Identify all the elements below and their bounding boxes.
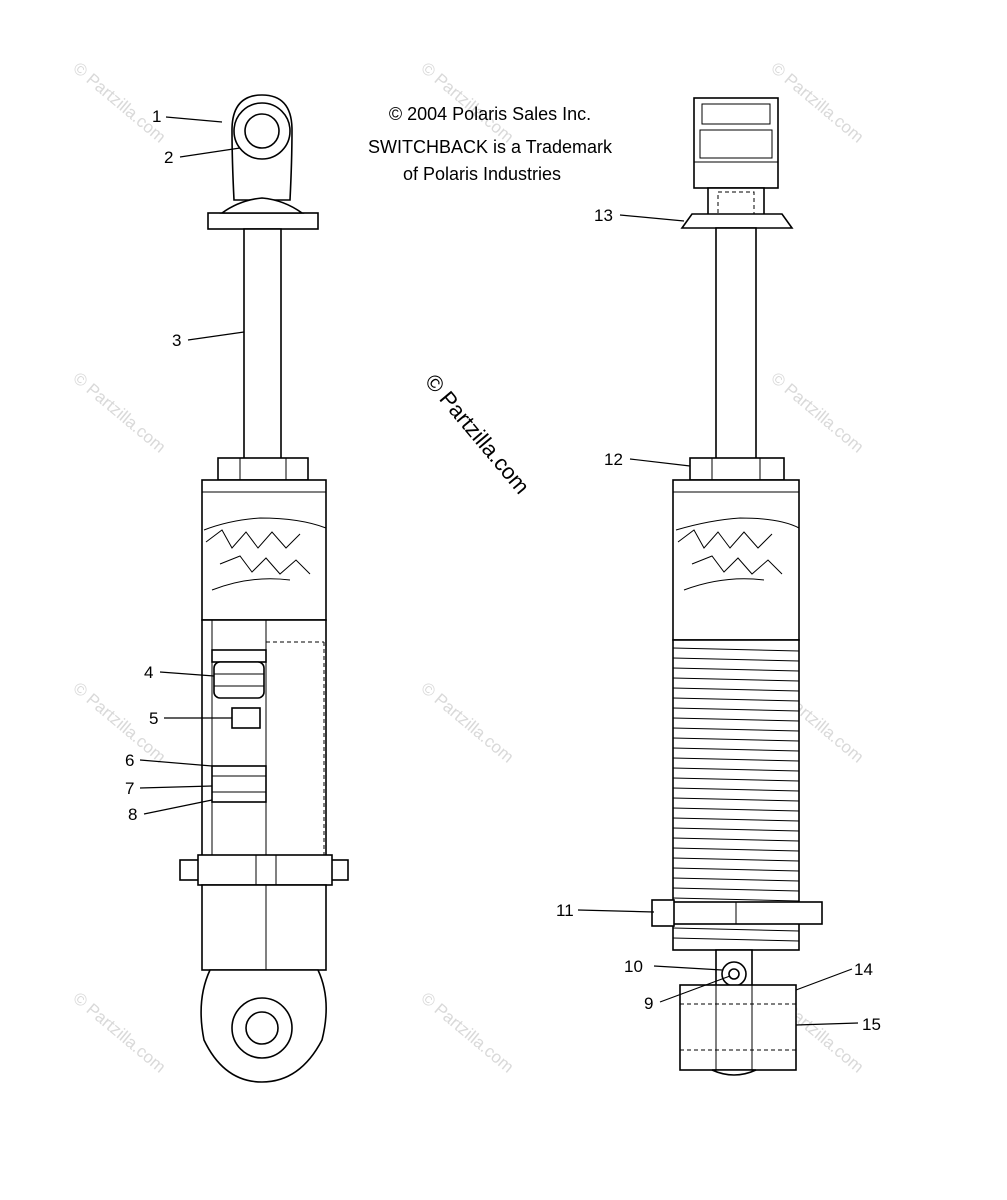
spring-coil — [672, 657, 800, 662]
callout-10: 10 — [624, 957, 643, 976]
spring-coil — [672, 687, 800, 692]
spring-coil — [672, 707, 800, 712]
watermark-tile: © Partzilla.com — [417, 59, 517, 147]
trademark-note-line2: of Polaris Industries — [403, 164, 561, 184]
callout-8: 8 — [128, 805, 137, 824]
spring-coil — [672, 767, 800, 772]
callout-11: 11 — [556, 901, 574, 920]
callout-2: 2 — [164, 148, 173, 167]
spring-coil — [672, 837, 800, 842]
spring-coil — [672, 717, 800, 722]
callout-9: 9 — [644, 994, 653, 1013]
spring-coil — [672, 797, 800, 802]
watermark-tile: © Partzilla.com — [69, 59, 169, 147]
watermark-tile: © Partzilla.com — [767, 369, 867, 457]
spring-coil — [672, 857, 800, 862]
spring-coil — [672, 737, 800, 742]
spring-coil — [672, 877, 800, 882]
spring-coil — [672, 747, 800, 752]
spring-coil — [672, 937, 800, 942]
callout-14: 14 — [854, 960, 873, 979]
callout-7: 7 — [125, 779, 134, 798]
callout-4: 4 — [144, 663, 153, 682]
trademark-note-line1: SWITCHBACK is a Trademark — [368, 137, 613, 157]
spring-coil — [672, 667, 800, 672]
callout-1: 1 — [152, 107, 161, 126]
watermark-tile: © Partzilla.com — [417, 679, 517, 767]
left-shock-illustration — [179, 94, 349, 1083]
watermark-tile: © Partzilla.com — [767, 59, 867, 147]
spring-coil — [672, 887, 800, 892]
spring-coil — [672, 847, 800, 852]
callout-5: 5 — [149, 709, 158, 728]
callout-12: 12 — [604, 450, 623, 469]
callout-15: 15 — [862, 1015, 881, 1034]
leader-lines — [139, 116, 859, 1026]
callout-6: 6 — [125, 751, 134, 770]
spring-coil — [672, 827, 800, 832]
spring-coil — [672, 777, 800, 782]
spring-coil — [672, 677, 800, 682]
spring-coil — [672, 927, 800, 932]
spring-coil — [672, 697, 800, 702]
spring-coil — [672, 897, 800, 902]
spring-coil — [672, 807, 800, 812]
copyright-note: © 2004 Polaris Sales Inc. — [389, 104, 591, 124]
callout-numbers: 1 2 3 4 5 6 7 8 9 10 11 12 13 14 15 — [125, 107, 881, 1034]
watermark-center: © Partzilla.com — [420, 369, 534, 499]
spring-coil — [672, 757, 800, 762]
callout-13: 13 — [594, 206, 613, 225]
watermark-tile: © Partzilla.com — [69, 989, 169, 1077]
right-shock-illustration — [651, 97, 823, 1076]
watermark-tile: © Partzilla.com — [69, 369, 169, 457]
spring-coil — [672, 727, 800, 732]
spring-coil — [672, 817, 800, 822]
spring-coil — [672, 647, 800, 652]
spring-coil — [672, 787, 800, 792]
spring-coils — [672, 647, 800, 942]
callout-3: 3 — [172, 331, 181, 350]
watermark-tile: © Partzilla.com — [417, 989, 517, 1077]
spring-coil — [672, 867, 800, 872]
